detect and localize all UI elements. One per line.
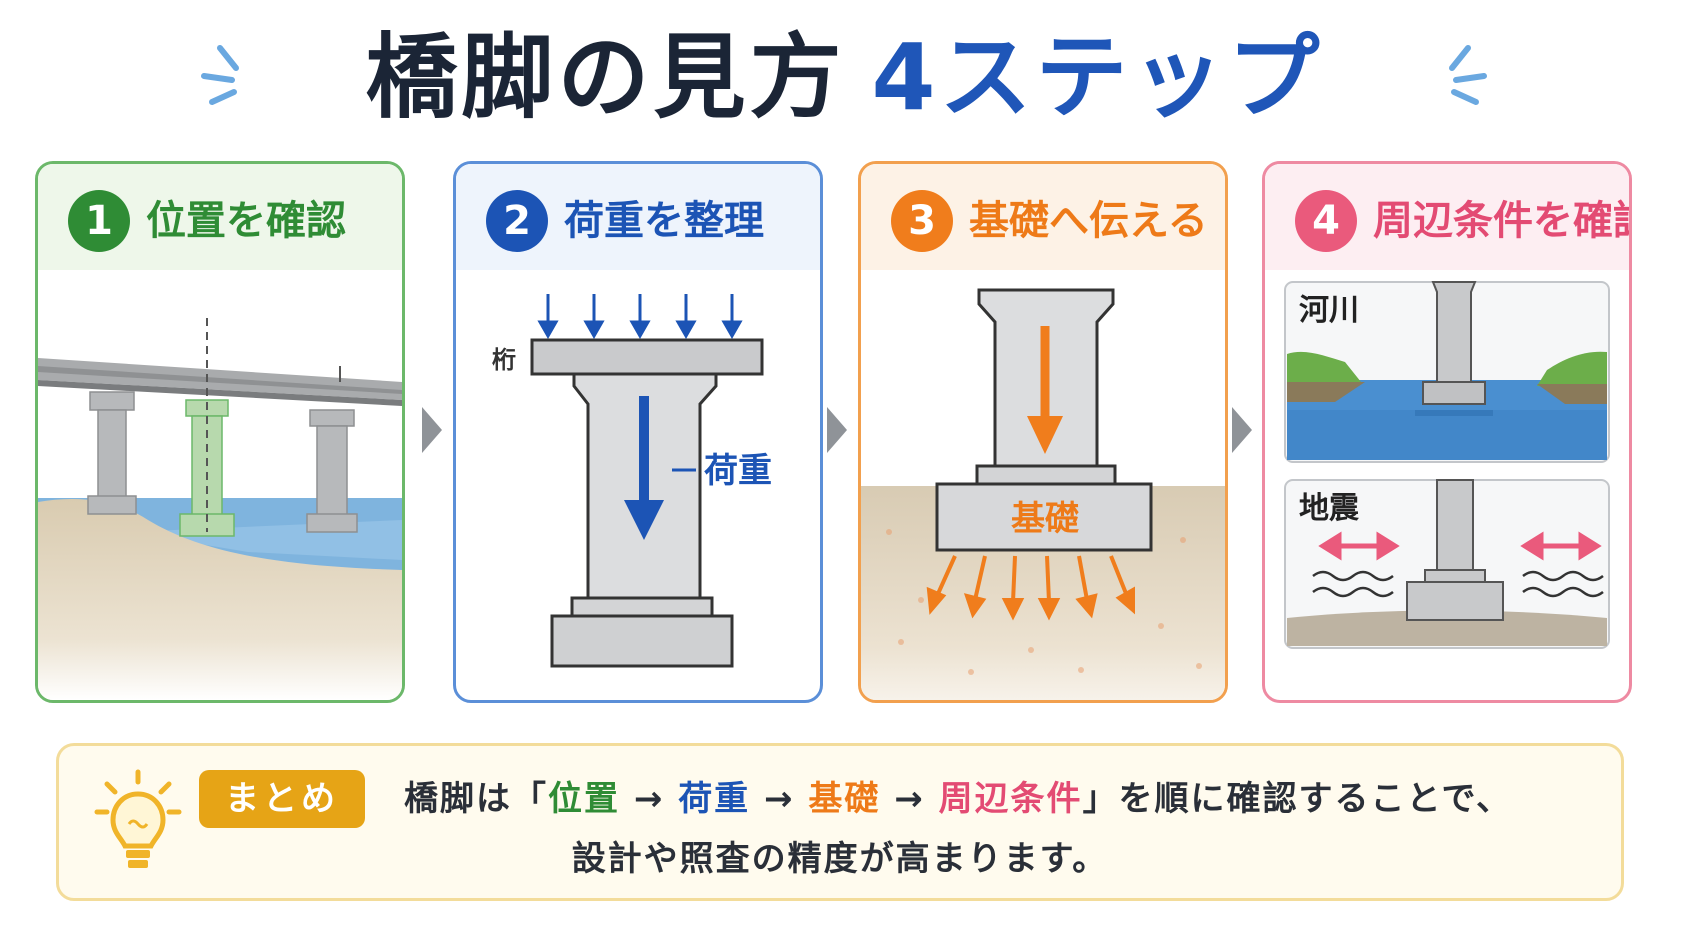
load-arrow	[1027, 416, 1063, 454]
sparkle-icon	[201, 45, 239, 105]
step-4-title: 周辺条件を確認	[1373, 198, 1632, 244]
river-scene: 河川	[1284, 281, 1610, 463]
keyword-conditions: 周辺条件	[938, 779, 1083, 819]
summary-badge: まとめ	[199, 770, 365, 828]
step-2-title: 荷重を整理	[564, 198, 764, 244]
load-diagram-illustration: 荷重 桁	[492, 294, 772, 668]
summary-line-1: 橋脚は「位置 → 荷重 → 基礎 → 周辺条件」を順に確認することで、	[404, 779, 1513, 819]
step-3-number: 3	[891, 190, 953, 252]
step-3-title: 基礎へ伝える	[969, 198, 1208, 244]
foundation-block	[935, 482, 1153, 552]
girder	[530, 338, 764, 376]
summary-box: まとめ 橋脚は「位置 → 荷重 → 基礎 → 周辺条件」を順に確認することで、 …	[56, 743, 1624, 901]
step-1-panel: 1 位置を確認	[35, 161, 405, 703]
load-label: 荷重	[704, 451, 772, 491]
double-arrow-icon	[1318, 531, 1602, 561]
river-label: 河川	[1299, 293, 1359, 328]
keyword-load: 荷重	[678, 779, 751, 819]
step-2-panel: 2 荷重を整理 荷重 桁	[453, 161, 823, 703]
bridge-position-illustration	[38, 318, 402, 700]
keyword-position: 位置	[548, 779, 620, 819]
step-4-panel: 4 周辺条件を確認 河川	[1262, 161, 1632, 703]
lightbulb-icon	[94, 769, 182, 868]
step-2-number: 2	[486, 190, 548, 252]
step-4-header: 4 周辺条件を確認	[1265, 164, 1629, 270]
step-1-number: 1	[68, 190, 130, 252]
wave-icon	[1312, 570, 1604, 598]
foundation-illustration: 基礎	[861, 288, 1225, 700]
step-3-header: 3 基礎へ伝える	[861, 164, 1225, 270]
summary-line-2: 設計や照査の精度が高まります。	[571, 839, 1109, 879]
step-3-panel: 3 基礎へ伝える 基礎	[858, 161, 1228, 703]
title-main: 橋脚の見方	[365, 24, 846, 131]
foundation-label: 基礎	[1011, 499, 1079, 539]
step-1-header: 1 位置を確認	[38, 164, 402, 270]
girder-label: 桁	[492, 346, 516, 374]
distributed-load-arrows	[537, 294, 743, 340]
spread-arrows	[926, 555, 1135, 621]
chevron-right-icon	[1232, 407, 1252, 453]
sparkle-icon	[1449, 45, 1487, 105]
earthquake-scene: 地震	[1284, 479, 1610, 649]
chevron-right-icon	[422, 407, 442, 453]
chevron-right-icon	[827, 407, 847, 453]
step-4-number: 4	[1295, 190, 1357, 252]
keyword-foundation: 基礎	[808, 779, 881, 819]
step-2-header: 2 荷重を整理	[456, 164, 820, 270]
load-arrow	[624, 500, 664, 540]
step-1-title: 位置を確認	[146, 198, 346, 244]
site-conditions-illustration: 河川 地震	[1284, 281, 1610, 649]
title-accent: 4ステップ	[871, 24, 1324, 131]
quake-label: 地震	[1299, 491, 1360, 526]
